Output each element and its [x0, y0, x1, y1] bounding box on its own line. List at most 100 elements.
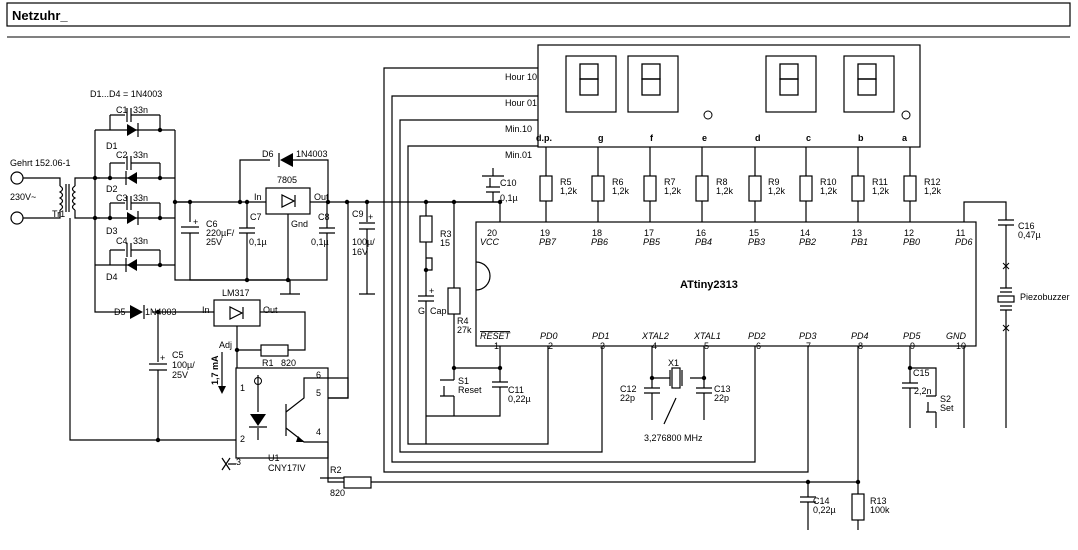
mcu-pin-gnd: GND: [946, 331, 967, 341]
u1-pin-5: 5: [316, 388, 321, 398]
gcap-g-label: G: [418, 306, 425, 316]
c3-label: C3: [116, 193, 128, 203]
mcu-name: ATtiny2313: [680, 279, 738, 291]
c9-label: C9: [352, 209, 364, 219]
c10-label: C10: [500, 178, 517, 188]
seg-e: e: [702, 133, 707, 143]
r4-value: 27k: [457, 325, 472, 335]
r2-label: R2: [330, 465, 342, 475]
mcu-pin-pd2: PD2: [748, 331, 766, 341]
transformer-ref: Tr1: [52, 209, 65, 219]
u1-pin-2: 2: [240, 434, 245, 444]
s2-label: S2: [940, 394, 951, 404]
mains-input: [10, 171, 95, 225]
r5-label: R5: [560, 177, 572, 187]
digit-glyphs: [579, 63, 877, 96]
lm317-name: LM317: [222, 288, 250, 298]
mcu-pin-8: 8: [858, 341, 863, 351]
mcu-pin-18: 18: [592, 228, 602, 238]
c6-value: 220µF/: [206, 228, 235, 238]
r10-label: R10: [820, 177, 837, 187]
mcu-pin-4: 4: [652, 341, 657, 351]
mcu-pin-6: 6: [756, 341, 761, 351]
r10-value: 1,2k: [820, 186, 838, 196]
mcu-pin-11: 11: [956, 228, 965, 238]
c2-value: 33n: [133, 150, 148, 160]
r1-value: 820: [281, 358, 296, 368]
segment-resistors: [539, 147, 917, 222]
d6-label: D6: [262, 149, 274, 159]
c13-label: C13: [714, 384, 731, 394]
digit-lines: [383, 67, 809, 473]
c4-label: C4: [116, 236, 128, 246]
u1-pin-1: 1: [240, 383, 245, 393]
mcu-pin-16: 16: [696, 228, 706, 238]
mcu-notch: [475, 261, 491, 291]
mcu-pin-pd3: PD3: [799, 331, 817, 341]
mains-label: 230V~: [10, 192, 36, 202]
lm317-section: +: [69, 202, 349, 479]
mcu-pin-pd0: PD0: [540, 331, 558, 341]
c11-label: C11: [508, 385, 524, 395]
mcu-pin-9: 9: [910, 341, 915, 351]
r12-value: 1,2k: [924, 186, 942, 196]
mcu-pin-15: 15: [749, 228, 759, 238]
seg-b: b: [858, 133, 864, 143]
c12-label: C12: [620, 384, 637, 394]
mcu-pin-reset: RESET: [480, 331, 512, 341]
c16-value: 0,47µ: [1018, 230, 1041, 240]
crystal-frequency: 3,276800 MHz: [644, 433, 703, 443]
d5-label: D5: [114, 307, 126, 317]
r9-value: 1,2k: [768, 186, 786, 196]
c1-label: C1: [116, 105, 128, 115]
r3-value: 15: [440, 238, 450, 248]
regulator-gnd: Gnd: [291, 219, 308, 229]
mcu-pin-pb0: PB0: [903, 237, 920, 247]
c5-label: C5: [172, 350, 184, 360]
u1-pin-3: 3: [236, 457, 241, 467]
mcu-pin-pb6: PB6: [591, 237, 608, 247]
mcu-pin-pb1: PB1: [851, 237, 868, 247]
svg-text:+: +: [193, 217, 198, 227]
mcu-pin-2: 2: [548, 341, 553, 351]
r8-value: 1,2k: [716, 186, 734, 196]
c9-value: 100µ/: [352, 237, 375, 247]
r6-value: 1,2k: [612, 186, 630, 196]
r1-label: R1: [262, 358, 274, 368]
d3-label: D3: [106, 226, 118, 236]
c15-value: 2,2n: [914, 386, 932, 396]
c9-voltage: 16V: [352, 247, 368, 257]
r7-label: R7: [664, 177, 676, 187]
s2-value: Set: [940, 403, 954, 413]
bridge-capacitors: [126, 108, 145, 257]
s1-label: S1: [458, 376, 469, 386]
mcu-pin-3: 3: [600, 341, 605, 351]
r6-label: R6: [612, 177, 624, 187]
seg-f: f: [650, 133, 654, 143]
digit-line-hour01: Hour 01: [505, 98, 537, 108]
set-network: [902, 346, 965, 428]
buzzer-network: [963, 201, 1015, 428]
mcu-pin-1: 1: [494, 341, 499, 351]
mcu-bottom-pins: RESET 1 PD0 2 PD1 3 XTAL2 4 XTAL1 5 PD2 …: [480, 331, 967, 351]
r7-value: 1,2k: [664, 186, 682, 196]
lm317-in: In: [202, 305, 210, 315]
x1-label: X1: [668, 358, 679, 368]
c4-value: 33n: [133, 236, 148, 246]
c2-label: C2: [116, 150, 128, 160]
c5-voltage: 25V: [172, 370, 188, 380]
lm317-out: Out: [263, 305, 278, 315]
mcu-pin-pb3: PB3: [748, 237, 765, 247]
transformer-label: Gehrt 152.06-1: [10, 158, 71, 168]
seg-c: c: [806, 133, 811, 143]
c6-label: C6: [206, 219, 218, 229]
mcu-body: [475, 221, 977, 347]
vcc-network: +: [418, 168, 508, 444]
mcu-pin-19: 19: [540, 228, 550, 238]
c14-value: 0,22µ: [813, 505, 836, 515]
c6-voltage: 25V: [206, 237, 222, 247]
mcu-pin-pb4: PB4: [695, 237, 712, 247]
regulator-out: Out: [314, 192, 329, 202]
bridge-labels: C1 33n D1 C2 33n D2 C3 33n D3 C4 33n D4: [106, 105, 148, 282]
current-label: 1,7 mA: [210, 355, 220, 385]
